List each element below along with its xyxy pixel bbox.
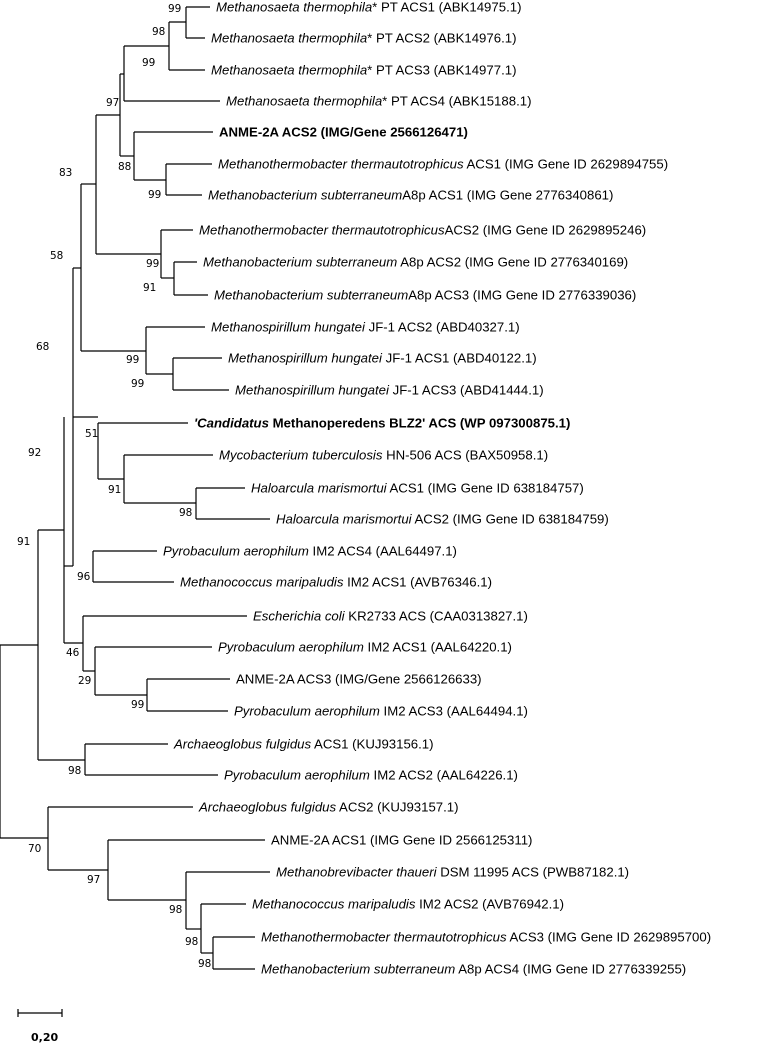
leaf-label: 'Candidatus Methanoperedens BLZ2' ACS (W…: [194, 416, 570, 431]
bootstrap-value: 99: [131, 699, 144, 711]
bootstrap-value: 70: [28, 843, 41, 855]
leaf-label: Archaeoglobus fulgidus ACS2 (KUJ93157.1): [198, 800, 459, 815]
leaf-label: Methanospirillum hungatei JF-1 ACS1 (ABD…: [228, 351, 537, 366]
leaf-label: Methanobacterium subterraneumA8p ACS1 (I…: [208, 188, 613, 203]
leaf-label: Escherichia coli KR2733 ACS (CAA0313827.…: [253, 609, 528, 624]
bootstrap-value: 51: [85, 428, 98, 440]
bootstrap-value: 88: [118, 161, 131, 173]
leaf-label: Pyrobaculum aerophilum IM2 ACS1 (AAL6422…: [218, 640, 512, 655]
leaf-label: Methanosaeta thermophila* PT ACS2 (ABK14…: [211, 31, 516, 46]
leaf-label: ANME-2A ACS3 (IMG/Gene 2566126633): [236, 672, 482, 687]
bootstrap-value: 68: [36, 341, 49, 353]
leaf-label: Methanothermobacter thermautotrophicus A…: [218, 157, 668, 172]
leaf-label: Pyrobaculum aerophilum IM2 ACS3 (AAL6449…: [234, 704, 528, 719]
bootstrap-value: 99: [126, 354, 139, 366]
bootstrap-value: 58: [50, 250, 63, 262]
scale-bar-label: 0,20: [31, 1031, 58, 1044]
leaf-label: ANME-2A ACS1 (IMG Gene ID 2566125311): [271, 833, 532, 848]
bootstrap-value: 98: [169, 904, 182, 916]
leaf-label: Methanococcus maripaludis IM2 ACS2 (AVB7…: [252, 897, 564, 912]
leaf-label: Methanospirillum hungatei JF-1 ACS3 (ABD…: [235, 383, 544, 398]
leaf-label: Methanospirillum hungatei JF-1 ACS2 (ABD…: [211, 320, 520, 335]
bootstrap-value: 98: [152, 26, 165, 38]
leaf-label: Haloarcula marismortui ACS1 (IMG Gene ID…: [251, 481, 584, 496]
bootstrap-value: 99: [168, 3, 181, 15]
bootstrap-value: 29: [78, 675, 91, 687]
bootstrap-value: 91: [108, 484, 121, 496]
leaf-label: Methanothermobacter thermautotrophicus A…: [261, 930, 711, 945]
leaf-label: Pyrobaculum aerophilum IM2 ACS2 (AAL6422…: [224, 768, 518, 783]
leaf-label: Methanothermobacter thermautotrophicusAC…: [199, 223, 646, 238]
bootstrap-value: 96: [77, 571, 91, 583]
leaf-label: Methanococcus maripaludis IM2 ACS1 (AVB7…: [180, 575, 492, 590]
bootstrap-value: 99: [131, 378, 144, 390]
leaf-label: Methanobrevibacter thaueri DSM 11995 ACS…: [276, 865, 629, 880]
leaf-label: Archaeoglobus fulgidus ACS1 (KUJ93156.1): [173, 737, 434, 752]
leaf-label: Methanosaeta thermophila* PT ACS1 (ABK14…: [216, 0, 521, 15]
bootstrap-value: 99: [146, 258, 159, 270]
bootstrap-value: 99: [148, 189, 161, 201]
bootstrap-value: 99: [142, 57, 155, 69]
leaf-label: Methanosaeta thermophila* PT ACS3 (ABK14…: [211, 63, 516, 78]
bootstrap-value: 98: [179, 507, 192, 519]
bootstrap-value: 97: [87, 874, 100, 886]
leaf-label: Methanosaeta thermophila* PT ACS4 (ABK15…: [226, 94, 531, 109]
leaf-label: Methanobacterium subterraneum A8p ACS4 (…: [261, 962, 686, 977]
leaf-label: ANME-2A ACS2 (IMG/Gene 2566126471): [219, 125, 468, 140]
bootstrap-value: 98: [185, 936, 198, 948]
bootstrap-value: 91: [143, 282, 156, 294]
bootstrap-value: 83: [59, 167, 72, 179]
leaf-label: Methanobacterium subterraneum A8p ACS2 (…: [203, 255, 628, 270]
bootstrap-value: 98: [198, 958, 211, 970]
leaf-label: Methanobacterium subterraneumA8p ACS3 (I…: [214, 288, 636, 303]
leaf-label: Haloarcula marismortui ACS2 (IMG Gene ID…: [276, 512, 609, 527]
bootstrap-value: 91: [17, 536, 30, 548]
bootstrap-value: 92: [28, 447, 41, 459]
leaf-label: Pyrobaculum aerophilum IM2 ACS4 (AAL6449…: [163, 544, 457, 559]
bootstrap-value: 46: [66, 647, 80, 659]
leaf-label: Mycobacterium tuberculosis HN-506 ACS (B…: [219, 448, 548, 463]
bootstrap-value: 97: [106, 97, 119, 109]
bootstrap-value: 98: [68, 765, 81, 777]
